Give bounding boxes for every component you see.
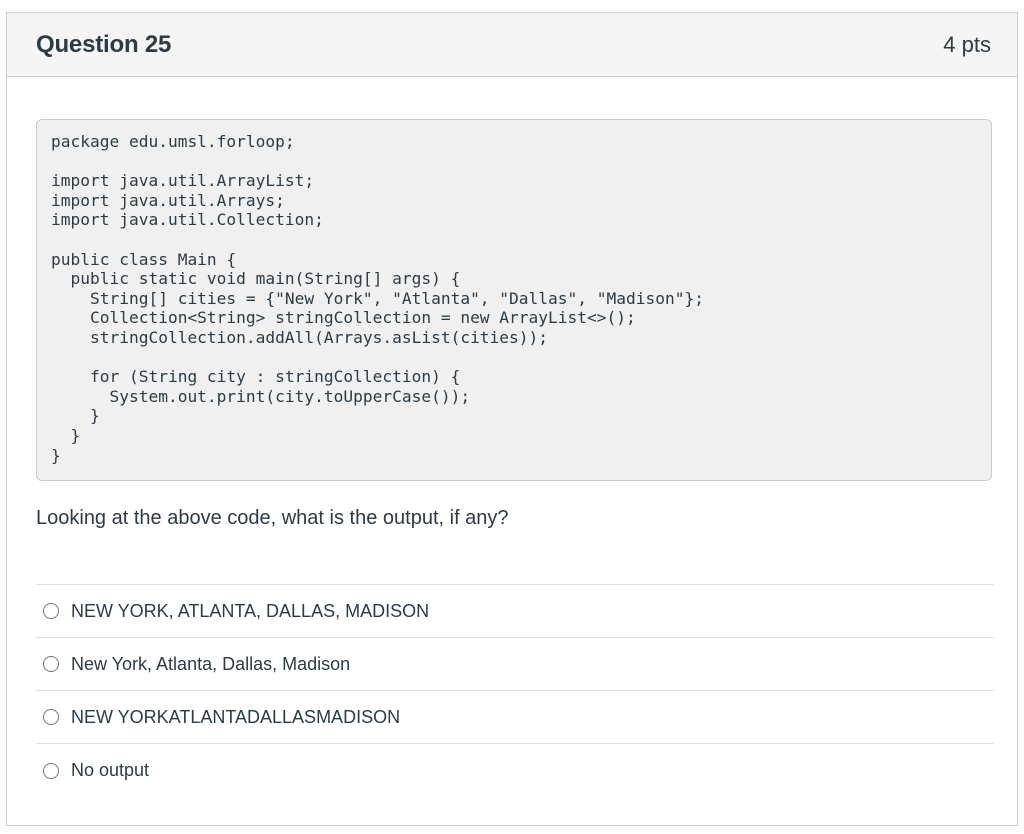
answer-option-3[interactable]: NEW YORKATLANTADALLASMADISON [36, 691, 994, 744]
question-header: Question 25 4 pts [7, 13, 1017, 77]
radio-button[interactable] [43, 709, 59, 725]
answer-option-4[interactable]: No output [36, 744, 994, 797]
question-points: 4 pts [943, 31, 991, 57]
answer-option-2[interactable]: New York, Atlanta, Dallas, Madison [36, 638, 994, 691]
radio-button[interactable] [43, 603, 59, 619]
question-body: package edu.umsl.forloop; import java.ut… [7, 77, 1017, 797]
answer-list: NEW YORK, ATLANTA, DALLAS, MADISON New Y… [36, 584, 994, 797]
question-title: Question 25 [36, 30, 172, 58]
radio-button[interactable] [43, 656, 59, 672]
answer-label: No output [71, 760, 150, 780]
answer-label: NEW YORKATLANTADALLASMADISON [71, 706, 401, 727]
radio-button[interactable] [43, 762, 59, 779]
answer-label: NEW YORK, ATLANTA, DALLAS, MADISON [71, 600, 430, 621]
question-card: Question 25 4 pts package edu.umsl.forlo… [6, 12, 1018, 826]
answer-label: New York, Atlanta, Dallas, Madison [71, 653, 351, 674]
answer-option-1[interactable]: NEW YORK, ATLANTA, DALLAS, MADISON [36, 585, 994, 638]
question-prompt: Looking at the above code, what is the o… [36, 507, 509, 529]
code-block: package edu.umsl.forloop; import java.ut… [36, 119, 992, 481]
